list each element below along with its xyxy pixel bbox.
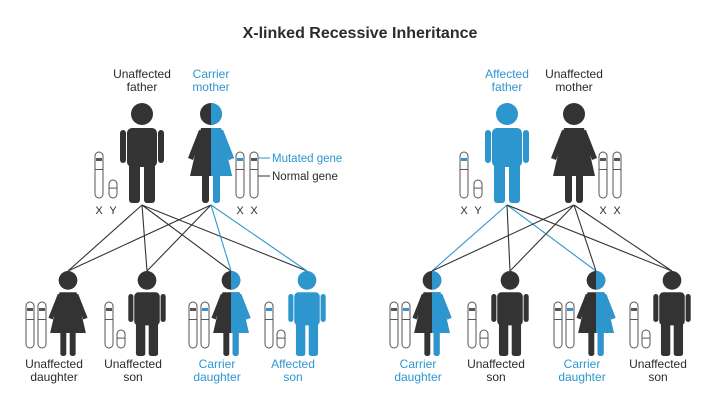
child-4-y-chromosome — [276, 329, 286, 349]
x-chrom-label: X — [236, 205, 244, 217]
child-1-figure — [412, 271, 452, 356]
y-chrom-label: Y — [109, 205, 117, 217]
child-4-x-chromosome — [264, 301, 274, 349]
legend-normal-gene: Normal gene — [272, 171, 338, 183]
child-3-x-chromosome-1 — [188, 301, 198, 349]
child-1-x-chromosome-2 — [37, 301, 47, 349]
link-mother-child-2 — [509, 204, 575, 272]
parent-father-x-chromosome — [94, 151, 104, 199]
child-2-figure — [491, 271, 529, 356]
parent-mother-x-chromosome-1 — [235, 151, 245, 199]
diagram-title: X-linked Recessive Inheritance — [243, 25, 478, 42]
link-mother-child-1 — [67, 204, 212, 272]
x-chrom-label: X — [250, 205, 258, 217]
parent-father-figure — [120, 103, 164, 203]
link-mother-child-3 — [210, 204, 232, 272]
link-father-child-3 — [141, 204, 232, 272]
parent-mother-figure — [551, 103, 597, 203]
child-3-figure — [211, 271, 251, 356]
child-3-figure — [576, 271, 616, 356]
link-father-child-1 — [431, 204, 508, 272]
parent-father-figure — [485, 103, 529, 203]
x-chrom-label: X — [460, 205, 468, 217]
child-1-figure — [48, 271, 88, 356]
link-mother-child-4 — [573, 204, 673, 272]
link-mother-child-1 — [431, 204, 575, 272]
parent-father-x-chromosome — [459, 151, 469, 199]
parent-mother-figure — [188, 103, 234, 203]
child-3-x-chromosome-1 — [553, 301, 563, 349]
child-4-figure — [653, 271, 691, 356]
connection-lines — [67, 204, 673, 272]
child-3-x-chromosome-2 — [565, 301, 575, 349]
link-father-child-4 — [506, 204, 673, 272]
x-chrom-label: X — [613, 205, 621, 217]
child-2-y-chromosome — [479, 329, 489, 349]
link-father-child-3 — [506, 204, 597, 272]
x-chrom-label: X — [599, 205, 607, 217]
child-2-figure — [128, 271, 166, 356]
parent-father-y-chromosome — [473, 179, 483, 199]
parent-father-y-chromosome — [108, 179, 118, 199]
child-4-x-chromosome — [629, 301, 639, 349]
link-father-child-2 — [141, 204, 148, 272]
child-1-x-chromosome-1 — [389, 301, 399, 349]
x-chrom-label: X — [95, 205, 103, 217]
child-2-y-chromosome — [116, 329, 126, 349]
parent-mother-x-chromosome-1 — [598, 151, 608, 199]
parent-mother-x-chromosome-2 — [249, 151, 259, 199]
link-father-child-2 — [506, 204, 511, 272]
y-chrom-label: Y — [474, 205, 482, 217]
link-mother-child-4 — [210, 204, 308, 272]
child-3-x-chromosome-2 — [200, 301, 210, 349]
link-mother-child-3 — [573, 204, 597, 272]
child-1-x-chromosome-2 — [401, 301, 411, 349]
child-4-y-chromosome — [641, 329, 651, 349]
link-father-child-4 — [141, 204, 308, 272]
child-2-x-chromosome — [104, 301, 114, 349]
link-father-child-1 — [67, 204, 143, 272]
child-2-x-chromosome — [467, 301, 477, 349]
child-4-figure — [288, 271, 326, 356]
link-mother-child-2 — [146, 204, 212, 272]
child-1-x-chromosome-1 — [25, 301, 35, 349]
parent-mother-x-chromosome-2 — [612, 151, 622, 199]
legend-mutated-gene: Mutated gene — [272, 153, 342, 165]
